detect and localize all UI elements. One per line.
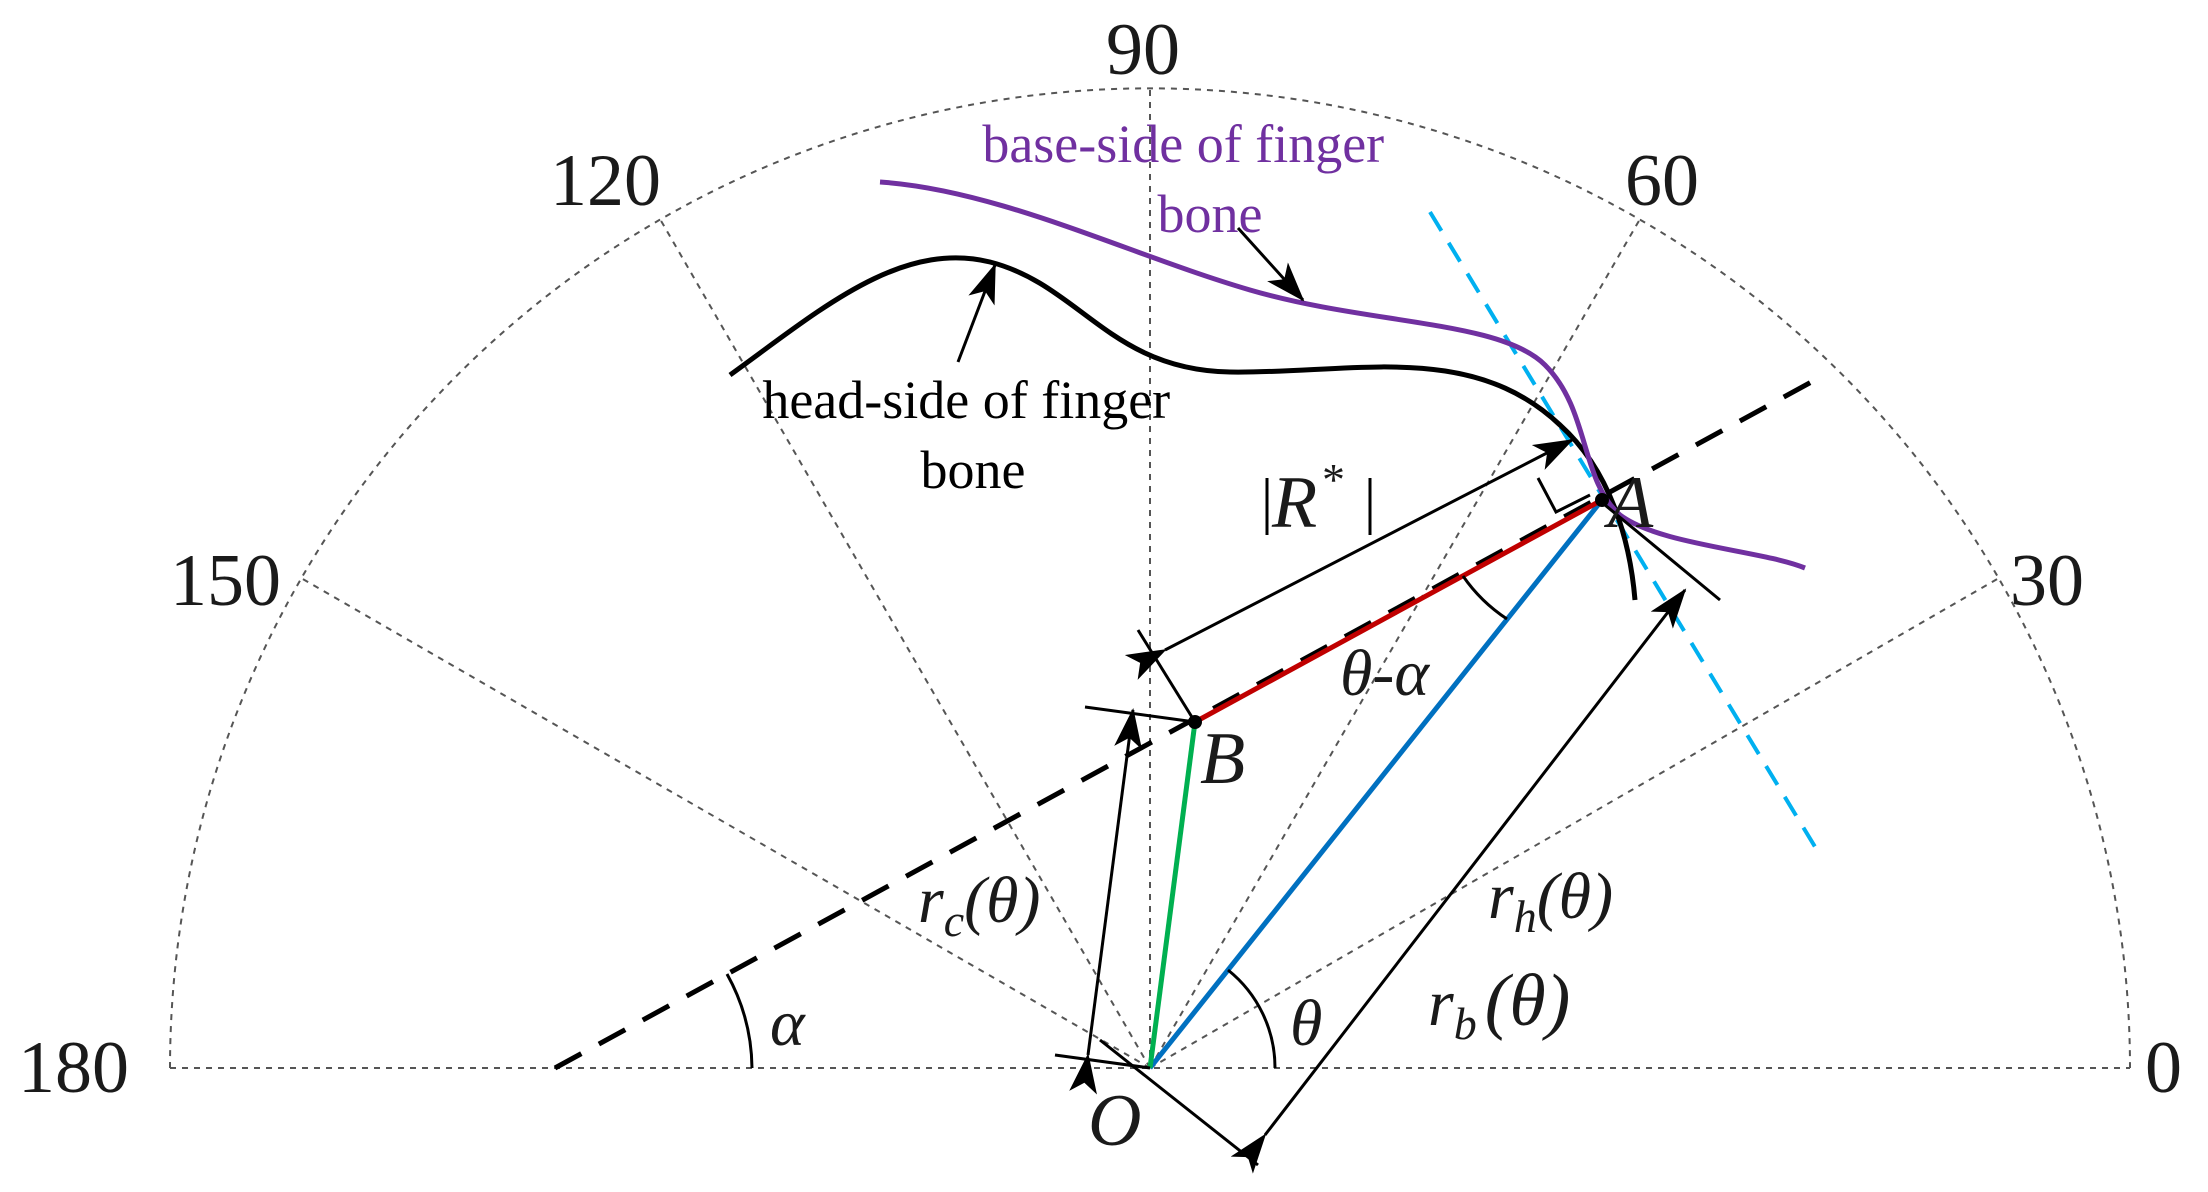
head-side-label: head-side of finger bone <box>762 370 1183 500</box>
head-side-label-line2: bone <box>921 440 1026 500</box>
rb-label: rb(θ) <box>1428 960 1570 1049</box>
R-symbol: R <box>1271 462 1317 544</box>
rc-top-tick <box>1084 705 1196 724</box>
theta-alpha-arc <box>1461 575 1508 621</box>
tick-label-60: 60 <box>1625 140 1699 222</box>
tick-label-180: 180 <box>18 1027 129 1109</box>
tick-label-150: 150 <box>170 540 281 622</box>
head-side-label-line1: head-side of finger <box>762 370 1170 430</box>
rh-sub: h <box>1514 891 1537 942</box>
point-A-dot <box>1595 493 1609 507</box>
outer-arc <box>169 87 2131 1069</box>
point-B-dot <box>1188 715 1202 729</box>
rc-base-tick <box>1054 1053 1151 1070</box>
theta-label: θ <box>1290 987 1322 1060</box>
polar-grid <box>169 87 2131 1069</box>
rc-main: r <box>918 864 944 937</box>
label-A: A <box>1603 462 1654 544</box>
rc-arg: (θ) <box>964 864 1040 937</box>
base-side-curve <box>879 179 1806 571</box>
rb-main: r <box>1428 967 1454 1040</box>
rh-end-tick <box>1604 503 1721 602</box>
rh-label: rh(θ) <box>1488 860 1613 942</box>
label-B: B <box>1200 718 1245 800</box>
theta-arc <box>1227 968 1277 1069</box>
line-OB <box>1147 721 1198 1069</box>
alpha-axis-line <box>553 377 1817 1071</box>
rc-label: rc(θ) <box>918 864 1041 946</box>
rb-sub: b <box>1454 998 1477 1049</box>
label-O: O <box>1088 1080 1141 1162</box>
rh-dimension-arrow <box>1230 588 1687 1174</box>
tick-label-0: 0 <box>2145 1027 2182 1109</box>
radial-150 <box>300 577 1151 1069</box>
R-dimension-arrow <box>1124 438 1574 680</box>
R-dimension-tick <box>1136 629 1197 723</box>
tick-label-120: 120 <box>550 140 661 222</box>
alpha-label: α <box>770 987 806 1060</box>
head-side-pointer <box>956 263 997 363</box>
rh-main: r <box>1488 860 1514 933</box>
R-star-superscript: * <box>1322 454 1345 505</box>
rc-dimension-arrow <box>1069 708 1142 1095</box>
base-side-pointer <box>1236 226 1305 302</box>
rc-sub: c <box>944 895 964 946</box>
base-side-label-line1: base-side of finger <box>982 114 1384 174</box>
R-star-label: R * <box>1265 454 1372 544</box>
alpha-arc <box>725 973 754 1069</box>
rb-arg: (θ) <box>1485 960 1571 1042</box>
theta-minus-alpha-label: θ-α <box>1340 637 1430 710</box>
base-side-label: base-side of finger bone <box>982 114 1397 244</box>
radial-30 <box>1149 577 2000 1069</box>
radial-120 <box>659 218 1151 1069</box>
tick-label-30: 30 <box>2010 540 2084 622</box>
radial-60 <box>1149 218 1641 1069</box>
rh-arg: (θ) <box>1537 860 1613 933</box>
base-side-label-line2: bone <box>1158 184 1263 244</box>
tick-label-90: 90 <box>1106 9 1180 91</box>
